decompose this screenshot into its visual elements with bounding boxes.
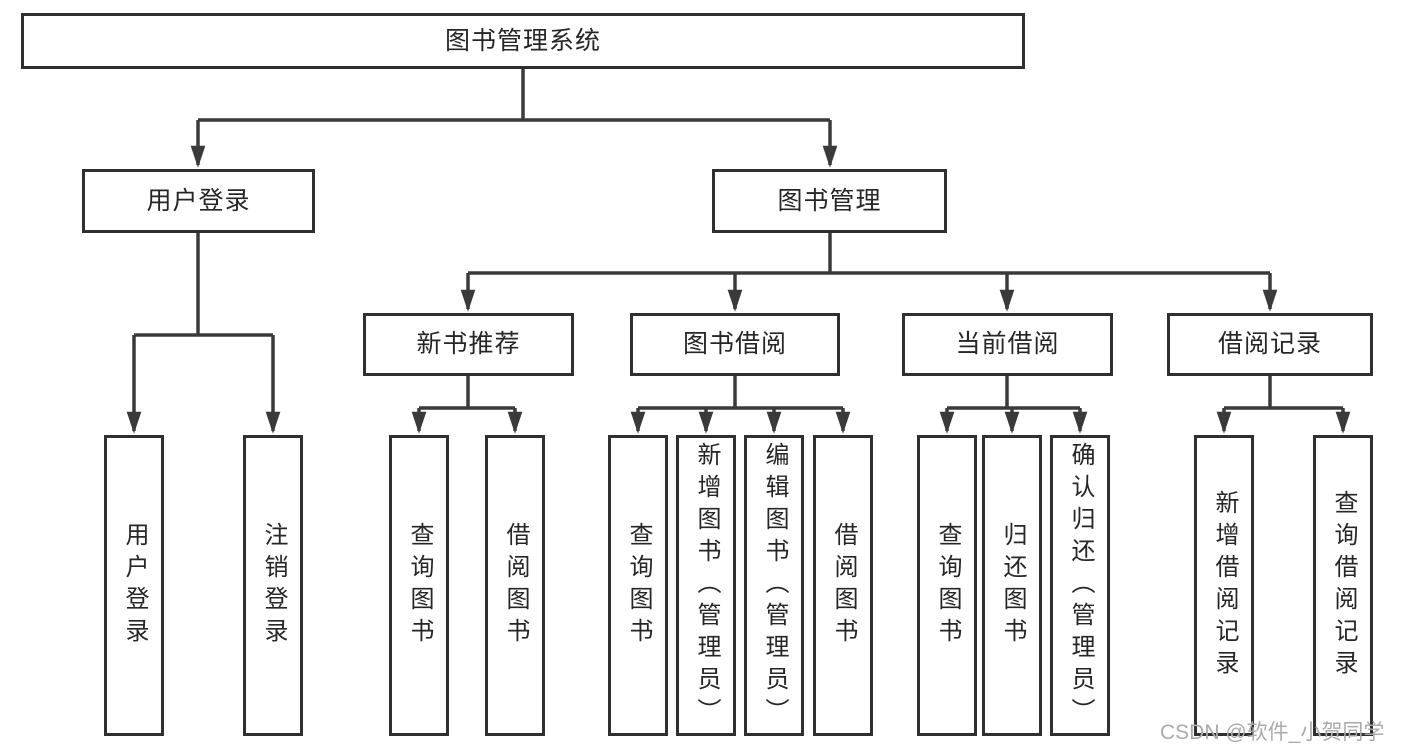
leaf-edit-books-admin: 编辑图书（管理员） [744, 435, 804, 736]
leaf-query-books-current: 查询图书 [917, 435, 977, 736]
node-user-login: 用户登录 [82, 169, 315, 233]
node-book-borrow: 图书借阅 [630, 313, 840, 376]
leaf-add-books-admin: 新增图书（管理员） [676, 435, 736, 736]
leaf-query-borrow-record: 查询借阅记录 [1313, 435, 1373, 736]
leaf-return-books: 归还图书 [982, 435, 1042, 736]
node-book-management: 图书管理 [712, 169, 947, 233]
node-borrow-records: 借阅记录 [1167, 313, 1373, 376]
node-root: 图书管理系统 [21, 13, 1025, 69]
watermark-text: CSDN @软件_小贺同学 [1160, 721, 1385, 744]
leaf-borrow-books-recommend: 借阅图书 [485, 435, 545, 736]
leaf-query-books-recommend: 查询图书 [389, 435, 449, 736]
leaf-borrow-books: 借阅图书 [813, 435, 873, 736]
leaf-add-borrow-record: 新增借阅记录 [1194, 435, 1254, 736]
leaf-query-books-borrow: 查询图书 [608, 435, 668, 736]
leaf-confirm-return-admin: 确认归还（管理员） [1050, 435, 1110, 736]
node-new-book-recommend: 新书推荐 [363, 313, 574, 376]
leaf-logout: 注销登录 [243, 435, 303, 736]
node-current-borrow: 当前借阅 [902, 313, 1113, 376]
leaf-user-login: 用户登录 [104, 435, 164, 736]
